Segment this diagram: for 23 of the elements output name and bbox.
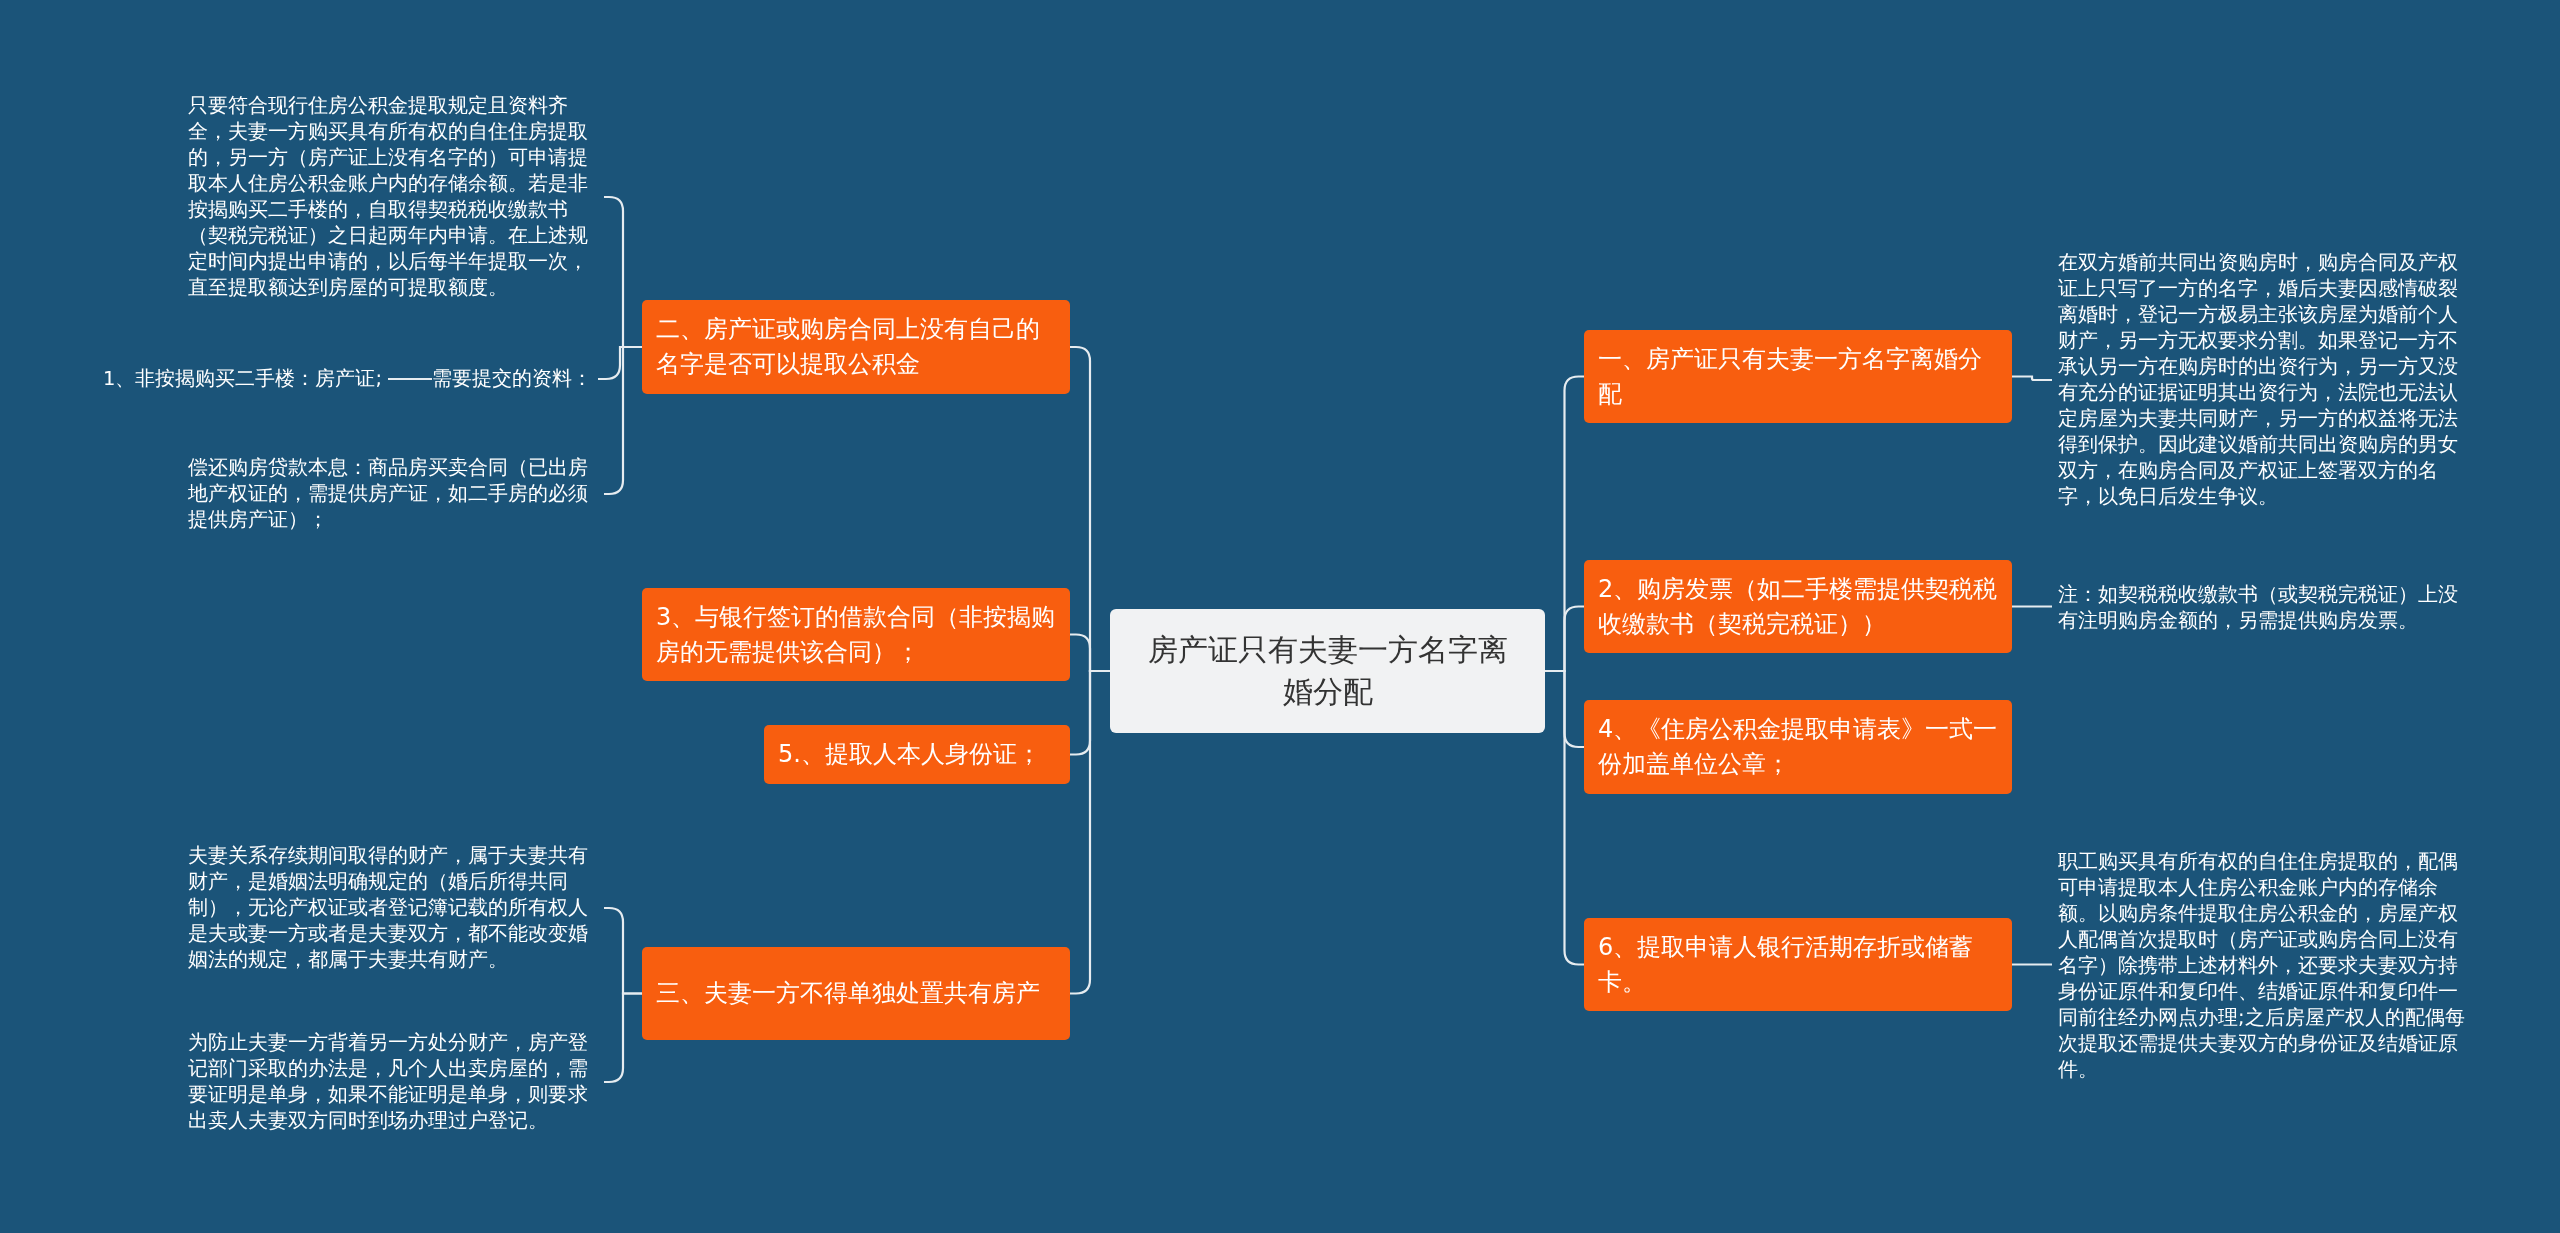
connector-line bbox=[2012, 375, 2052, 382]
note-text: 偿还购房贷款本息：商品房买卖合同（已出房地产权证的，需提供房产证，如二手房的必须提供房产证）； bbox=[188, 455, 598, 533]
topic-box: 一、房产证只有夫妻一方名字离婚分配 bbox=[1584, 330, 2012, 423]
topic-box: 6、提取申请人银行活期存折或储蓄卡。 bbox=[1584, 918, 2012, 1011]
topic-box: 5.、提取人本人身份证； bbox=[764, 725, 1070, 784]
topic-box: 三、夫妻一方不得单独处置共有房产 bbox=[642, 947, 1070, 1040]
connector-line bbox=[388, 377, 432, 381]
note-text: 需要提交的资料： bbox=[432, 366, 592, 392]
note-text: 只要符合现行住房公积金提取规定且资料齐全，夫妻一方购买具有所有权的自住住房提取的，另一方（房产证上没有名字的）可申请提取本人住房公积金账户内的存储余额。若是非按揭购买二手楼的，自取得契税税收缴款书（契税完税证）之日起两年内申请。在上述规定时间内提出申请的，以后每半年提取一次，直至提取额达到房屋的可提取额度。 bbox=[188, 93, 598, 301]
note-text: 职工购买具有所有权的自住住房提取的，配偶可申请提取本人住房公积金账户内的存储余额。以购房条件提取住房公积金的，房屋产权人配偶首次提取时（房产证或购房合同上没有名字）除携带上述材料外，还要求夫妻双方持身份证原件和复印件、结婚证原件和复印件一同前往经办网点办理;之后房屋产权人的配偶每次提取还需提供夫妻双方的身份证及结婚证原件。 bbox=[2058, 849, 2470, 1083]
topic-box: 3、与银行签订的借款合同（非按揭购房的无需提供该合同）； bbox=[642, 588, 1070, 681]
connector-line bbox=[1545, 669, 1584, 966]
connector-line bbox=[2012, 605, 2052, 608]
note-text: 1、非按揭购买二手楼：房产证; bbox=[103, 366, 382, 392]
connector-line bbox=[2012, 963, 2052, 966]
note-text: 注：如契税税收缴款书（或契税完税证）上没有注明购房金额的，另需提供购房发票。 bbox=[2058, 582, 2470, 634]
note-text: 夫妻关系存续期间取得的财产，属于夫妻共有财产，是婚姻法明确规定的（婚后所得共同制），无论产权证或者登记簿记载的所有权人是夫或妻一方或者是夫妻双方，都不能改变婚姻法的规定，都属于夫妻共有财产。 bbox=[188, 843, 598, 973]
topic-box: 4、《住房公积金提取申请表》一式一份加盖单位公章； bbox=[1584, 700, 2012, 794]
topic-box: 二、房产证或购房合同上没有自己的名字是否可以提取公积金 bbox=[642, 300, 1070, 394]
topic-box: 2、购房发票（如二手楼需提供契税税收缴款书（契税完税证）） bbox=[1584, 560, 2012, 653]
central-topic-box: 房产证只有夫妻一方名字离婚分配 bbox=[1110, 609, 1545, 733]
note-text: 在双方婚前共同出资购房时，购房合同及产权证上只写了一方的名字，婚后夫妻因感情破裂离婚时，登记一方极易主张该房屋为婚前个人财产，另一方无权要求分割。如果登记一方不承认另一方在购房时的出资行为，另一方又没有充分的证据证明其出资行为，法院也无法认定房屋为夫妻共同财产，另一方的权益将无法得到保护。因此建议婚前共同出资购房的男女双方，在购房合同及产权证上签署双方的名字，以免日后发生争议。 bbox=[2058, 250, 2470, 510]
note-text: 为防止夫妻一方背着另一方处分财产，房产登记部门采取的办法是，凡个人出卖房屋的，需要证明是单身，如果不能证明是单身，则要求出卖人夫妻双方同时到场办理过户登记。 bbox=[188, 1030, 598, 1134]
